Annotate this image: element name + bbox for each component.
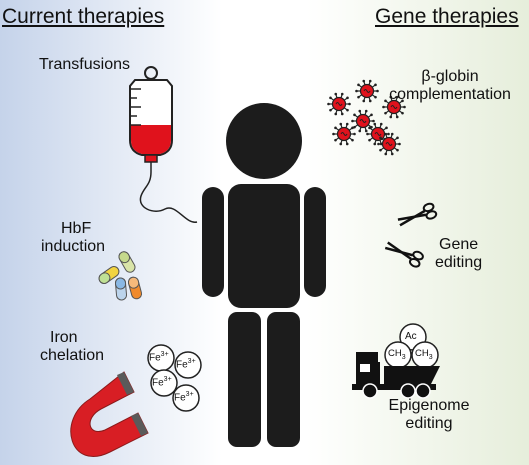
beta-globin-line2: complementation [389,86,511,104]
iron-chelation-line2: chelation [40,347,105,365]
right-heading: Gene therapies [375,5,519,28]
hbf-induction-line1: HbF [61,220,92,237]
gene-editing-line2: editing [435,254,483,272]
truck-bed [384,366,440,384]
scissors-icon [384,202,438,268]
person-right-arm [304,187,326,297]
transfusions-label: Transfusions [39,56,130,73]
iron-ion-3 [150,369,178,397]
virus-particle [351,109,375,133]
virus-particle [377,132,401,156]
iron-ion-label-4: Fe3+ [174,391,194,404]
magnet-icon [70,371,149,457]
truck-chassis [352,384,436,390]
person-icon [202,103,326,447]
viral-vectors-icon [327,79,406,156]
methyl-label-right: CH3 [415,348,433,361]
epigenome-editing-line2: editing [405,415,453,433]
iron-ion-label-3: Fe3+ [152,376,172,389]
person-right-leg [267,312,300,447]
pills-icon [98,251,143,301]
iron-ion-circles [147,344,202,412]
epigenome-editing-line1: Epigenome [388,397,470,414]
person-left-leg [228,312,261,447]
hbf-induction-label: HbF induction [41,220,105,257]
epigenome-editing-label: Epigenome editing [379,397,479,434]
virus-particle [355,79,379,103]
methyl-label-left: CH3 [388,348,406,361]
iron-ion-label-1: Fe3+ [149,351,169,364]
iron-chelation-line1: Iron [50,329,78,346]
iron-chelation-label: Iron chelation [40,329,104,366]
person-head [226,103,302,179]
iv-bag-icon [129,66,198,223]
virus-particle [327,92,351,116]
beta-globin-label: β-globin complementation [380,68,520,105]
beta-globin-line1: β-globin [421,68,479,85]
dump-truck-icon [352,323,440,399]
acetyl-label: Ac [405,331,417,342]
person-left-arm [202,187,224,297]
virus-particle [382,95,406,119]
gene-editing-line1: Gene [439,236,479,253]
iron-ion-4 [172,384,200,412]
gene-editing-label: Gene editing [435,236,482,273]
hbf-induction-line2: induction [41,238,106,256]
iron-ion-label-2: Fe3+ [176,358,196,371]
truck-wheel-rear-2 [415,383,431,399]
iron-ion-2 [174,351,202,379]
truck-wheel-rear-1 [400,383,416,399]
virus-particle [332,122,356,146]
truck-wheel-front [362,383,378,399]
left-heading: Current therapies [2,5,165,28]
person-torso [228,184,300,308]
